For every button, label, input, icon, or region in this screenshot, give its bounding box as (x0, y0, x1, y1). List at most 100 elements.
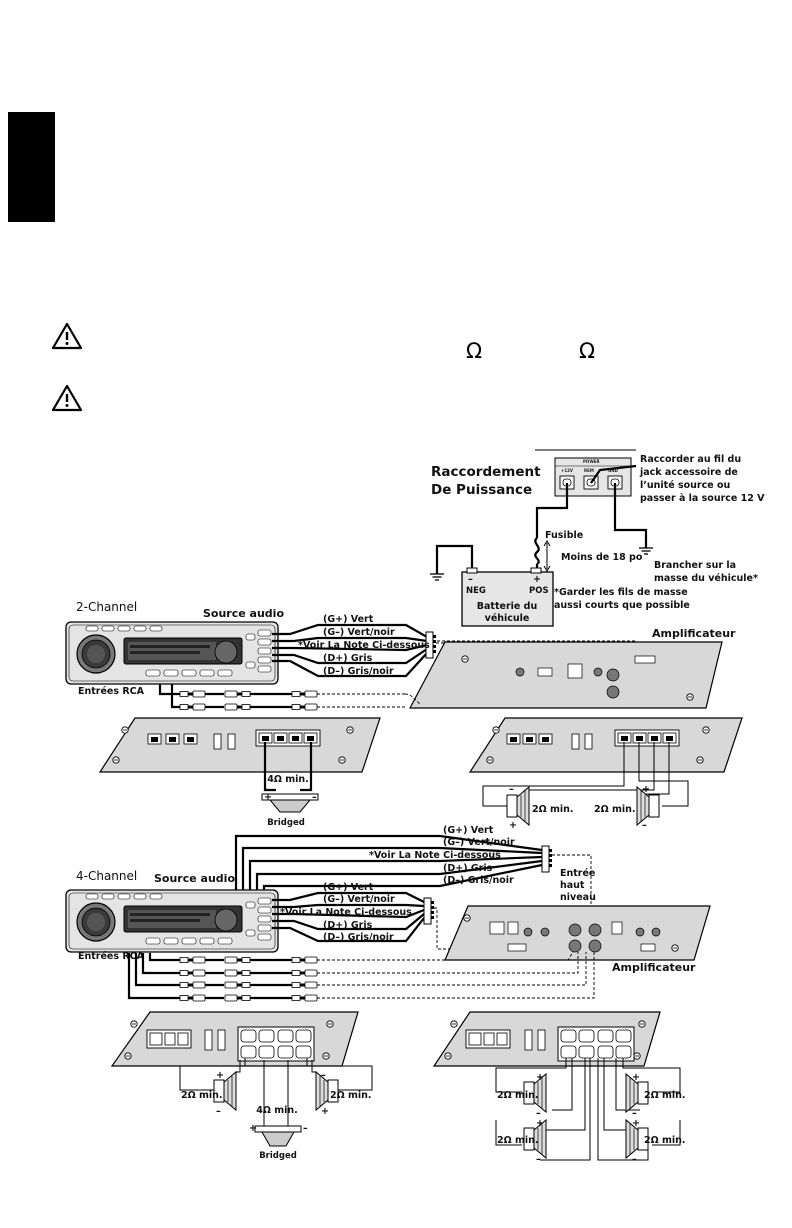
svg-text:(G+) Vert: (G+) Vert (323, 882, 374, 893)
amplifier-bridged (98, 717, 381, 773)
four-channel-amp-label: Amplificateur (612, 961, 696, 974)
svg-text:GND: GND (608, 468, 619, 473)
rca-label: Entrées RCA (78, 951, 145, 962)
svg-text:(G+) Vert: (G+) Vert (443, 825, 494, 836)
speaker-wire-bundle (272, 623, 428, 678)
fuse-label: Fusible (545, 530, 583, 541)
svg-text:(G–) Vert/noir: (G–) Vert/noir (323, 627, 395, 638)
front-speaker-wires (272, 891, 425, 943)
remote-note: Raccorder au fil du jack accessoire de l… (639, 454, 765, 504)
svg-text:+: + (536, 1118, 544, 1129)
four-channel-diagram: 4-Channel Source audio Entrées RCA (G+) … (65, 825, 711, 1165)
svg-text:Entrée: Entrée (560, 868, 595, 879)
svg-text:+: + (216, 1070, 224, 1081)
svg-text:l’unité source ou: l’unité source ou (640, 480, 730, 491)
svg-text:+: + (642, 784, 650, 795)
rca-label: Entrées RCA (78, 686, 145, 697)
svg-text:–: – (468, 574, 473, 585)
svg-text:2Ω min.: 2Ω min. (594, 804, 636, 815)
omega-symbol: Ω (466, 339, 482, 363)
svg-text:+: + (533, 574, 541, 585)
two-channel-diagram: 2-Channel Source audio Entrées RCA (G+) … (65, 600, 743, 831)
power-title-line1: Raccordement (431, 464, 541, 480)
svg-text:–: – (536, 1108, 541, 1119)
svg-text:+: + (632, 1072, 640, 1083)
svg-text:–: – (632, 1108, 637, 1119)
svg-text:*Voir La Note Ci-dessous: *Voir La Note Ci-dessous (298, 640, 430, 651)
svg-text:–: – (509, 784, 514, 795)
svg-text:–: – (303, 1123, 308, 1134)
svg-text:2Ω min.: 2Ω min. (644, 1090, 686, 1101)
two-channel-amp-label: Amplificateur (652, 627, 736, 640)
svg-text:(D+) Gris: (D+) Gris (323, 653, 373, 664)
svg-text:2Ω min.: 2Ω min. (644, 1135, 686, 1146)
battery-pos-label: POS (529, 586, 549, 596)
svg-text:haut: haut (560, 880, 585, 891)
svg-text:(G–) Vert/noir: (G–) Vert/noir (323, 894, 395, 905)
svg-text:2Ω min.: 2Ω min. (330, 1090, 372, 1101)
svg-text:+12V: +12V (561, 468, 574, 473)
svg-text:Batterie du: Batterie du (477, 601, 537, 612)
amplifier-stereo (468, 717, 743, 773)
svg-text:2Ω min.: 2Ω min. (532, 804, 574, 815)
svg-text:+: + (509, 820, 517, 831)
amplifier (409, 641, 723, 709)
svg-text:(D–) Gris/noir: (D–) Gris/noir (323, 666, 394, 677)
svg-text:4Ω min.: 4Ω min. (256, 1105, 298, 1116)
omega-symbol: Ω (579, 339, 595, 363)
svg-text:*Voir La Note Ci-dessous: *Voir La Note Ci-dessous (369, 850, 501, 861)
rca-cables (179, 956, 318, 1002)
svg-text:+: + (249, 1123, 257, 1134)
svg-text:–: – (536, 1154, 541, 1165)
svg-text:2Ω min.: 2Ω min. (181, 1090, 223, 1101)
subwoofer-icon (261, 1131, 295, 1147)
svg-text:jack accessoire de: jack accessoire de (639, 467, 738, 478)
rear-speaker-wires (234, 834, 543, 890)
svg-text:(D–) Gris/noir: (D–) Gris/noir (323, 932, 394, 943)
svg-text:masse du véhicule*: masse du véhicule* (654, 573, 758, 584)
svg-text:–: – (216, 1106, 221, 1117)
svg-text:+: + (632, 1118, 640, 1129)
svg-text:4Ω min.: 4Ω min. (267, 774, 309, 785)
svg-text:passer à la source 12 V: passer à la source 12 V (640, 493, 765, 504)
svg-text:+: + (264, 792, 272, 803)
svg-text:(D+) Gris: (D+) Gris (443, 863, 493, 874)
svg-text:niveau: niveau (560, 892, 596, 903)
svg-text:–: – (312, 792, 317, 803)
svg-text:Bridged: Bridged (267, 818, 305, 828)
svg-text:(G+) Vert: (G+) Vert (323, 614, 374, 625)
warning-icon (51, 322, 83, 350)
warning-icon (51, 384, 83, 412)
svg-text:(G–) Vert/noir: (G–) Vert/noir (443, 837, 515, 848)
head-unit (65, 889, 279, 953)
ground-note: Brancher sur la masse du véhicule* (654, 560, 758, 584)
power-connection-diagram: Raccordement De Puissance POWER +12V REM G… (429, 449, 765, 627)
subwoofer-icon (268, 799, 312, 813)
battery-neg-label: NEG (466, 586, 486, 596)
svg-text:(D–) Gris/noir: (D–) Gris/noir (443, 875, 514, 886)
svg-text:Raccorder au fil du: Raccorder au fil du (640, 454, 741, 465)
svg-text:2Ω min.: 2Ω min. (497, 1135, 539, 1146)
svg-text:–: – (632, 1154, 637, 1165)
svg-text:+: + (321, 1106, 329, 1117)
svg-text:(D+) Gris: (D+) Gris (323, 920, 373, 931)
section-tab (8, 112, 55, 222)
svg-text:–: – (321, 1070, 326, 1081)
svg-text:REM: REM (584, 468, 594, 473)
fuse-symbol (534, 537, 540, 565)
svg-text:Brancher sur la: Brancher sur la (654, 560, 736, 571)
head-unit (65, 621, 279, 685)
svg-text:2Ω min.: 2Ω min. (497, 1090, 539, 1101)
power-title-line2: De Puissance (431, 482, 532, 498)
two-channel-title: 2-Channel (76, 600, 137, 614)
svg-text:*Voir La Note Ci-dessous: *Voir La Note Ci-dessous (280, 907, 412, 918)
svg-text:+: + (536, 1072, 544, 1083)
svg-text:POWER: POWER (583, 459, 600, 464)
fuse-distance-label: Moins de 18 po (561, 552, 643, 563)
two-channel-source-label: Source audio (203, 607, 284, 620)
vehicle-battery (461, 571, 554, 627)
keep-short-note: *Garder les fils de masse aussi courts q… (554, 587, 690, 611)
svg-text:véhicule: véhicule (485, 613, 530, 624)
